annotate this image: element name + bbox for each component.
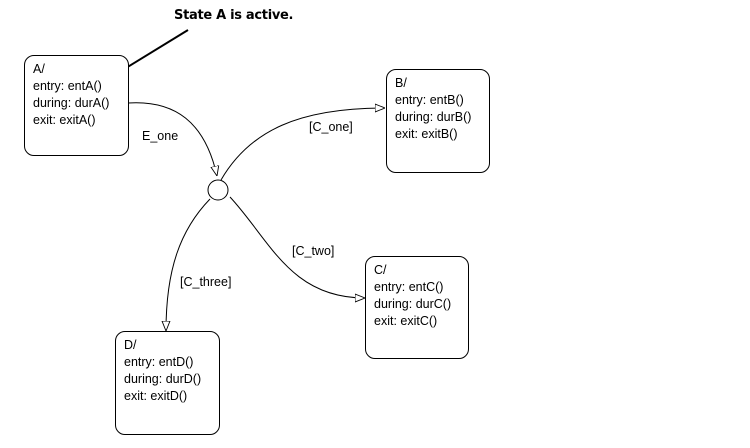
state-b-exit: exit: exitB() — [395, 127, 458, 141]
state-d-exit: exit: exitD() — [124, 389, 188, 403]
state-d[interactable]: D/ entry: entD() during: durD() exit: ex… — [115, 331, 220, 435]
state-c-exit: exit: exitC() — [374, 314, 438, 328]
transition-label-c-two[interactable]: [C_two] — [292, 244, 335, 258]
state-d-entry: entry: entD() — [124, 355, 194, 369]
state-c-entry: entry: entC() — [374, 280, 444, 294]
transition-c-two[interactable] — [229, 196, 365, 298]
transition-c-one[interactable] — [220, 108, 385, 181]
state-a-during: during: durA() — [33, 96, 110, 110]
transition-label-c-three[interactable]: [C_three] — [180, 275, 232, 289]
state-c-name: C/ — [374, 263, 387, 277]
transition-c-three[interactable] — [166, 198, 211, 331]
connective-junction[interactable] — [207, 179, 229, 201]
state-c[interactable]: C/ entry: entC() during: durC() exit: ex… — [365, 256, 469, 359]
state-d-during: during: durD() — [124, 372, 202, 386]
transition-label-c-one[interactable]: [C_one] — [309, 120, 353, 134]
state-a-exit: exit: exitA() — [33, 113, 96, 127]
state-a-entry: entry: entA() — [33, 79, 102, 93]
state-a-name: A/ — [33, 62, 45, 76]
annotation-pointer-line — [125, 29, 189, 69]
transition-e-one[interactable] — [127, 102, 217, 176]
annotation-text: State A is active. — [174, 8, 294, 23]
state-c-during: during: durC() — [374, 297, 452, 311]
state-b-entry: entry: entB() — [395, 93, 464, 107]
state-b-during: during: durB() — [395, 110, 472, 124]
state-a[interactable]: A/ entry: entA() during: durA() exit: ex… — [24, 55, 129, 156]
transition-label-e-one[interactable]: E_one — [142, 129, 179, 143]
state-b-name: B/ — [395, 76, 407, 90]
state-b[interactable]: B/ entry: entB() during: durB() exit: ex… — [386, 69, 490, 173]
state-d-name: D/ — [124, 338, 137, 352]
